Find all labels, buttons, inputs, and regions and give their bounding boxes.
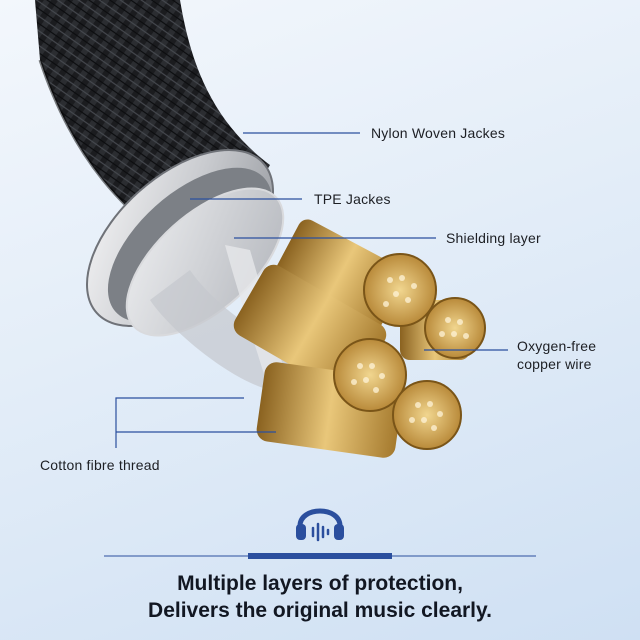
leader-lines [115,132,508,448]
headline-line1: Multiple layers of protection, [177,572,463,595]
label-cotton-fibre-thread: Cotton fibre thread [40,457,160,473]
label-copper-line2: copper wire [517,356,592,372]
divider-accent [248,553,392,559]
headline-line2: Delivers the original music clearly. [148,599,492,622]
headphones-icon [296,508,344,542]
label-shielding-layer: Shielding layer [446,230,541,246]
wire-end-middle [333,338,407,412]
label-tpe-jacket: TPE Jackes [314,191,391,207]
wire-end-bottom [392,380,462,450]
copper-strands [233,219,486,458]
label-copper-line1: Oxygen-free [517,338,597,354]
wire-end-top [363,253,437,327]
wire-end-right [424,297,486,359]
strand-dots [351,275,469,431]
label-nylon-woven-jacket: Nylon Woven Jackes [371,125,506,141]
